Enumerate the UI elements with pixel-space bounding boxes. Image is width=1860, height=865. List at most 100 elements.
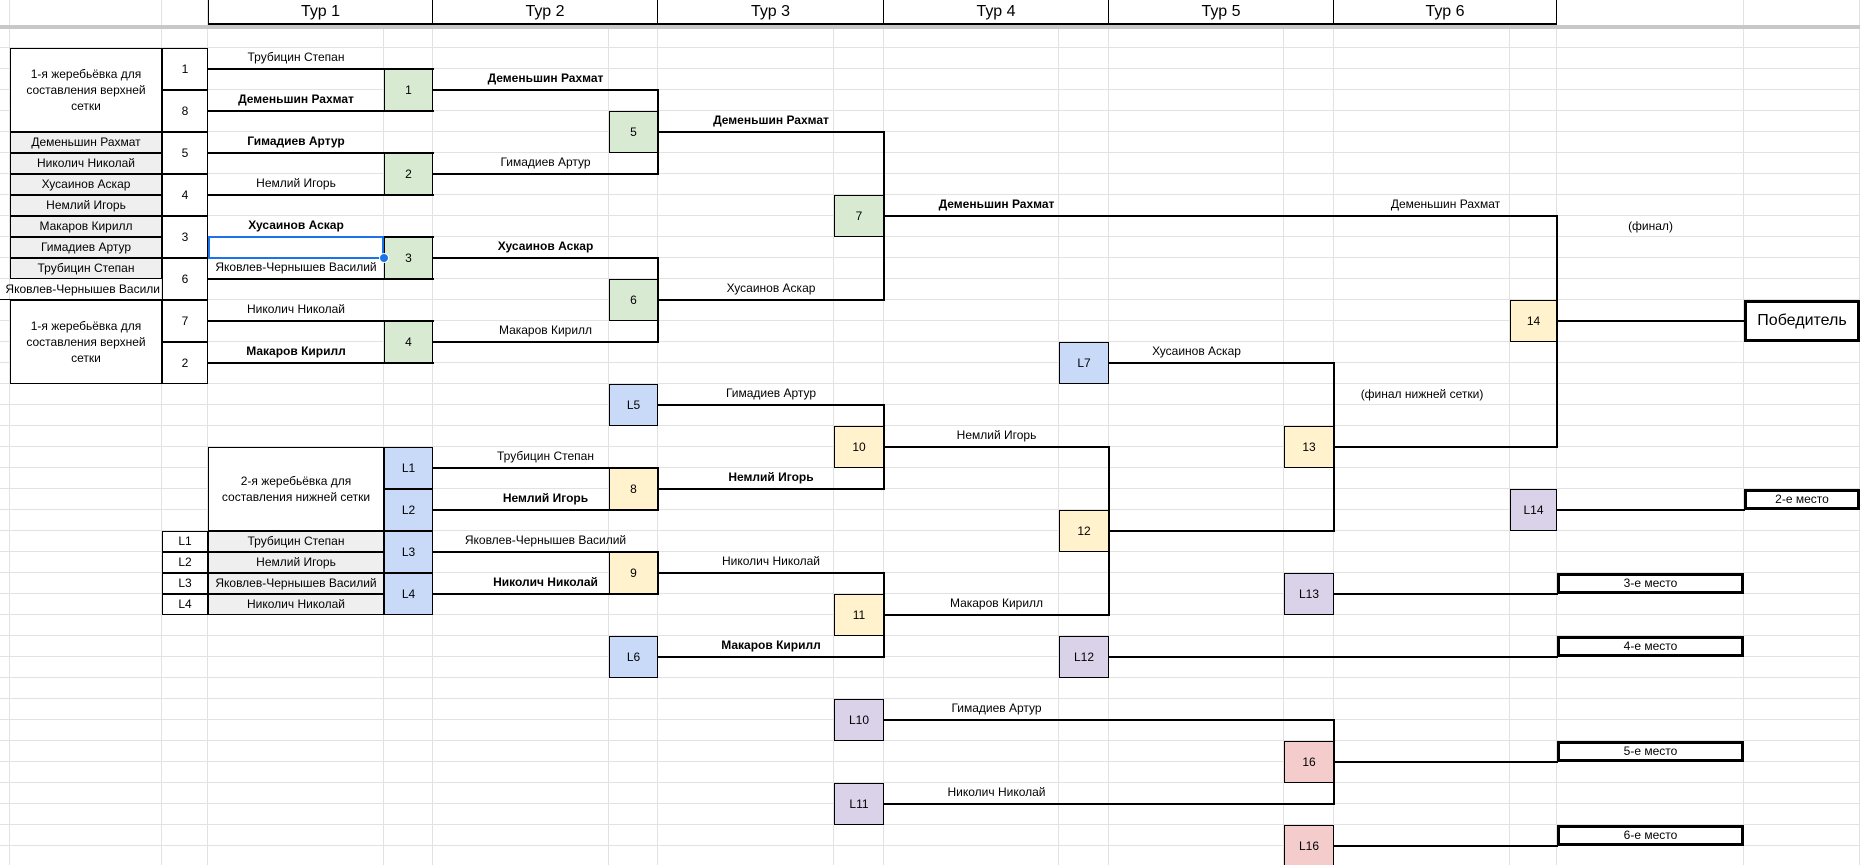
- draw-lower-player[interactable]: Яковлев-Чернышев Василий: [208, 573, 384, 594]
- loser-box-l4[interactable]: L4: [384, 573, 433, 615]
- draw-player-cell[interactable]: Гимадиев Артур: [10, 237, 162, 258]
- player-name[interactable]: Немлий Игорь: [502, 491, 589, 506]
- loser-box-l10[interactable]: L10: [834, 699, 884, 741]
- grid-column-line: [1058, 0, 1059, 865]
- match-box-16[interactable]: 16: [1284, 741, 1334, 783]
- player-name[interactable]: Немлий Игорь: [956, 428, 1037, 443]
- bracket-line: [208, 194, 434, 196]
- loser-box-l7[interactable]: L7: [1059, 342, 1109, 384]
- player-name[interactable]: Гимадиев Артур: [725, 386, 817, 401]
- loser-box-l13[interactable]: L13: [1284, 573, 1334, 615]
- match-box-4[interactable]: 4: [384, 321, 433, 363]
- selection-fill-handle[interactable]: [379, 253, 389, 263]
- player-name[interactable]: Макаров Кирилл: [498, 323, 593, 338]
- grid-column-line: [161, 0, 162, 865]
- grid-row-line: [0, 320, 1860, 321]
- draw-player-cell[interactable]: Николич Николай: [10, 153, 162, 174]
- bracket-line: [1557, 509, 1745, 511]
- player-name[interactable]: Деменьшин Рахмат: [238, 92, 354, 107]
- match-box-1[interactable]: 1: [384, 69, 433, 111]
- grid-row-line: [0, 278, 1860, 279]
- player-name[interactable]: Яковлев-Чернышев Василий: [464, 533, 627, 548]
- loser-box-l16[interactable]: L16: [1284, 825, 1334, 865]
- seed-number[interactable]: 2: [162, 342, 208, 384]
- seed-number[interactable]: 8: [162, 90, 208, 132]
- seed-number[interactable]: 6: [162, 258, 208, 300]
- grid-row-line: [0, 341, 1860, 342]
- loser-box-l5[interactable]: L5: [609, 384, 658, 426]
- draw-player-cell[interactable]: Немлий Игорь: [10, 195, 162, 216]
- grid-row-line: [0, 824, 1860, 825]
- draw-lower-code[interactable]: L2: [162, 552, 208, 573]
- draw-player-cell[interactable]: Деменьшин Рахмат: [10, 132, 162, 153]
- draw-lower-code[interactable]: L3: [162, 573, 208, 594]
- match-box-12[interactable]: 12: [1059, 510, 1109, 552]
- match-box-14[interactable]: 14: [1510, 300, 1557, 342]
- bracket-line: [208, 152, 434, 154]
- match-box-10[interactable]: 10: [834, 426, 884, 468]
- player-name[interactable]: Хусаинов Аскар: [1152, 344, 1241, 359]
- loser-box-l6[interactable]: L6: [609, 636, 658, 678]
- match-box-3[interactable]: 3: [384, 237, 433, 279]
- player-name[interactable]: Деменьшин Рахмат: [938, 197, 1055, 212]
- player-name[interactable]: Макаров Кирилл: [721, 638, 821, 653]
- bracket-line: [884, 614, 1110, 616]
- loser-box-l11[interactable]: L11: [834, 783, 884, 825]
- match-box-7[interactable]: 7: [834, 195, 884, 237]
- player-name[interactable]: Николич Николай: [493, 575, 598, 590]
- bracket-line: [208, 362, 434, 364]
- seed-number[interactable]: 1: [162, 48, 208, 90]
- bracket-line: [208, 110, 434, 112]
- draw-player-cell[interactable]: Макаров Кирилл: [10, 216, 162, 237]
- player-name[interactable]: Немлий Игорь: [256, 176, 336, 191]
- player-name[interactable]: Гимадиев Артур: [247, 134, 345, 149]
- player-name[interactable]: Гимадиев Артур: [500, 155, 591, 170]
- draw-lower-code[interactable]: L1: [162, 531, 208, 552]
- draw-lower-code[interactable]: L4: [162, 594, 208, 615]
- selected-cell[interactable]: [208, 236, 384, 259]
- seed-number[interactable]: 7: [162, 300, 208, 342]
- match-box-9[interactable]: 9: [609, 552, 658, 594]
- draw-player-cell[interactable]: Хусаинов Аскар: [10, 174, 162, 195]
- draw-player-cell[interactable]: Трубицин Степан: [10, 258, 162, 279]
- tour-header-1: Тур 1: [208, 0, 433, 25]
- player-name[interactable]: Трубицин Степан: [247, 50, 345, 65]
- player-name[interactable]: Немлий Игорь: [728, 470, 814, 485]
- player-name[interactable]: Хусаинов Аскар: [248, 218, 344, 233]
- loser-box-l1[interactable]: L1: [384, 447, 433, 489]
- bracket-line: [433, 173, 659, 175]
- loser-box-l2[interactable]: L2: [384, 489, 433, 531]
- player-name[interactable]: Николич Николай: [947, 785, 1046, 800]
- seed-number[interactable]: 5: [162, 132, 208, 174]
- player-name[interactable]: Хусаинов Аскар: [497, 239, 594, 254]
- player-name[interactable]: Хусаинов Аскар: [726, 281, 816, 296]
- player-name[interactable]: Трубицин Степан: [497, 449, 594, 464]
- frozen-row-divider[interactable]: [0, 25, 1860, 29]
- player-name[interactable]: Деменьшин Рахмат: [1390, 197, 1501, 212]
- draw-lower-player[interactable]: Николич Николай: [208, 594, 384, 615]
- player-name[interactable]: Макаров Кирилл: [246, 344, 346, 359]
- seed-number[interactable]: 4: [162, 174, 208, 216]
- match-box-13[interactable]: 13: [1284, 426, 1334, 468]
- player-name[interactable]: Деменьшин Рахмат: [487, 71, 604, 86]
- player-name[interactable]: Деменьшин Рахмат: [713, 113, 829, 128]
- player-name[interactable]: Макаров Кирилл: [949, 596, 1044, 611]
- match-box-5[interactable]: 5: [609, 111, 658, 153]
- draw-lower-player[interactable]: Трубицин Степан: [208, 531, 384, 552]
- loser-box-l14[interactable]: L14: [1510, 489, 1557, 531]
- loser-box-l3[interactable]: L3: [384, 531, 433, 573]
- player-name[interactable]: Николич Николай: [722, 554, 820, 569]
- seed-number[interactable]: 3: [162, 216, 208, 258]
- player-name[interactable]: Гимадиев Артур: [951, 701, 1042, 716]
- match-box-11[interactable]: 11: [834, 594, 884, 636]
- bracket-line: [658, 488, 885, 490]
- draw-lower-player[interactable]: Немлий Игорь: [208, 552, 384, 573]
- match-box-2[interactable]: 2: [384, 153, 433, 195]
- match-box-6[interactable]: 6: [609, 279, 658, 321]
- player-name[interactable]: Николич Николай: [247, 302, 345, 317]
- draw-player-cell[interactable]: Яковлев-Чернышев Васили: [0, 279, 162, 300]
- match-box-8[interactable]: 8: [609, 468, 658, 510]
- loser-box-l12[interactable]: L12: [1059, 636, 1109, 678]
- player-name[interactable]: Яковлев-Чернышев Василий: [215, 260, 377, 275]
